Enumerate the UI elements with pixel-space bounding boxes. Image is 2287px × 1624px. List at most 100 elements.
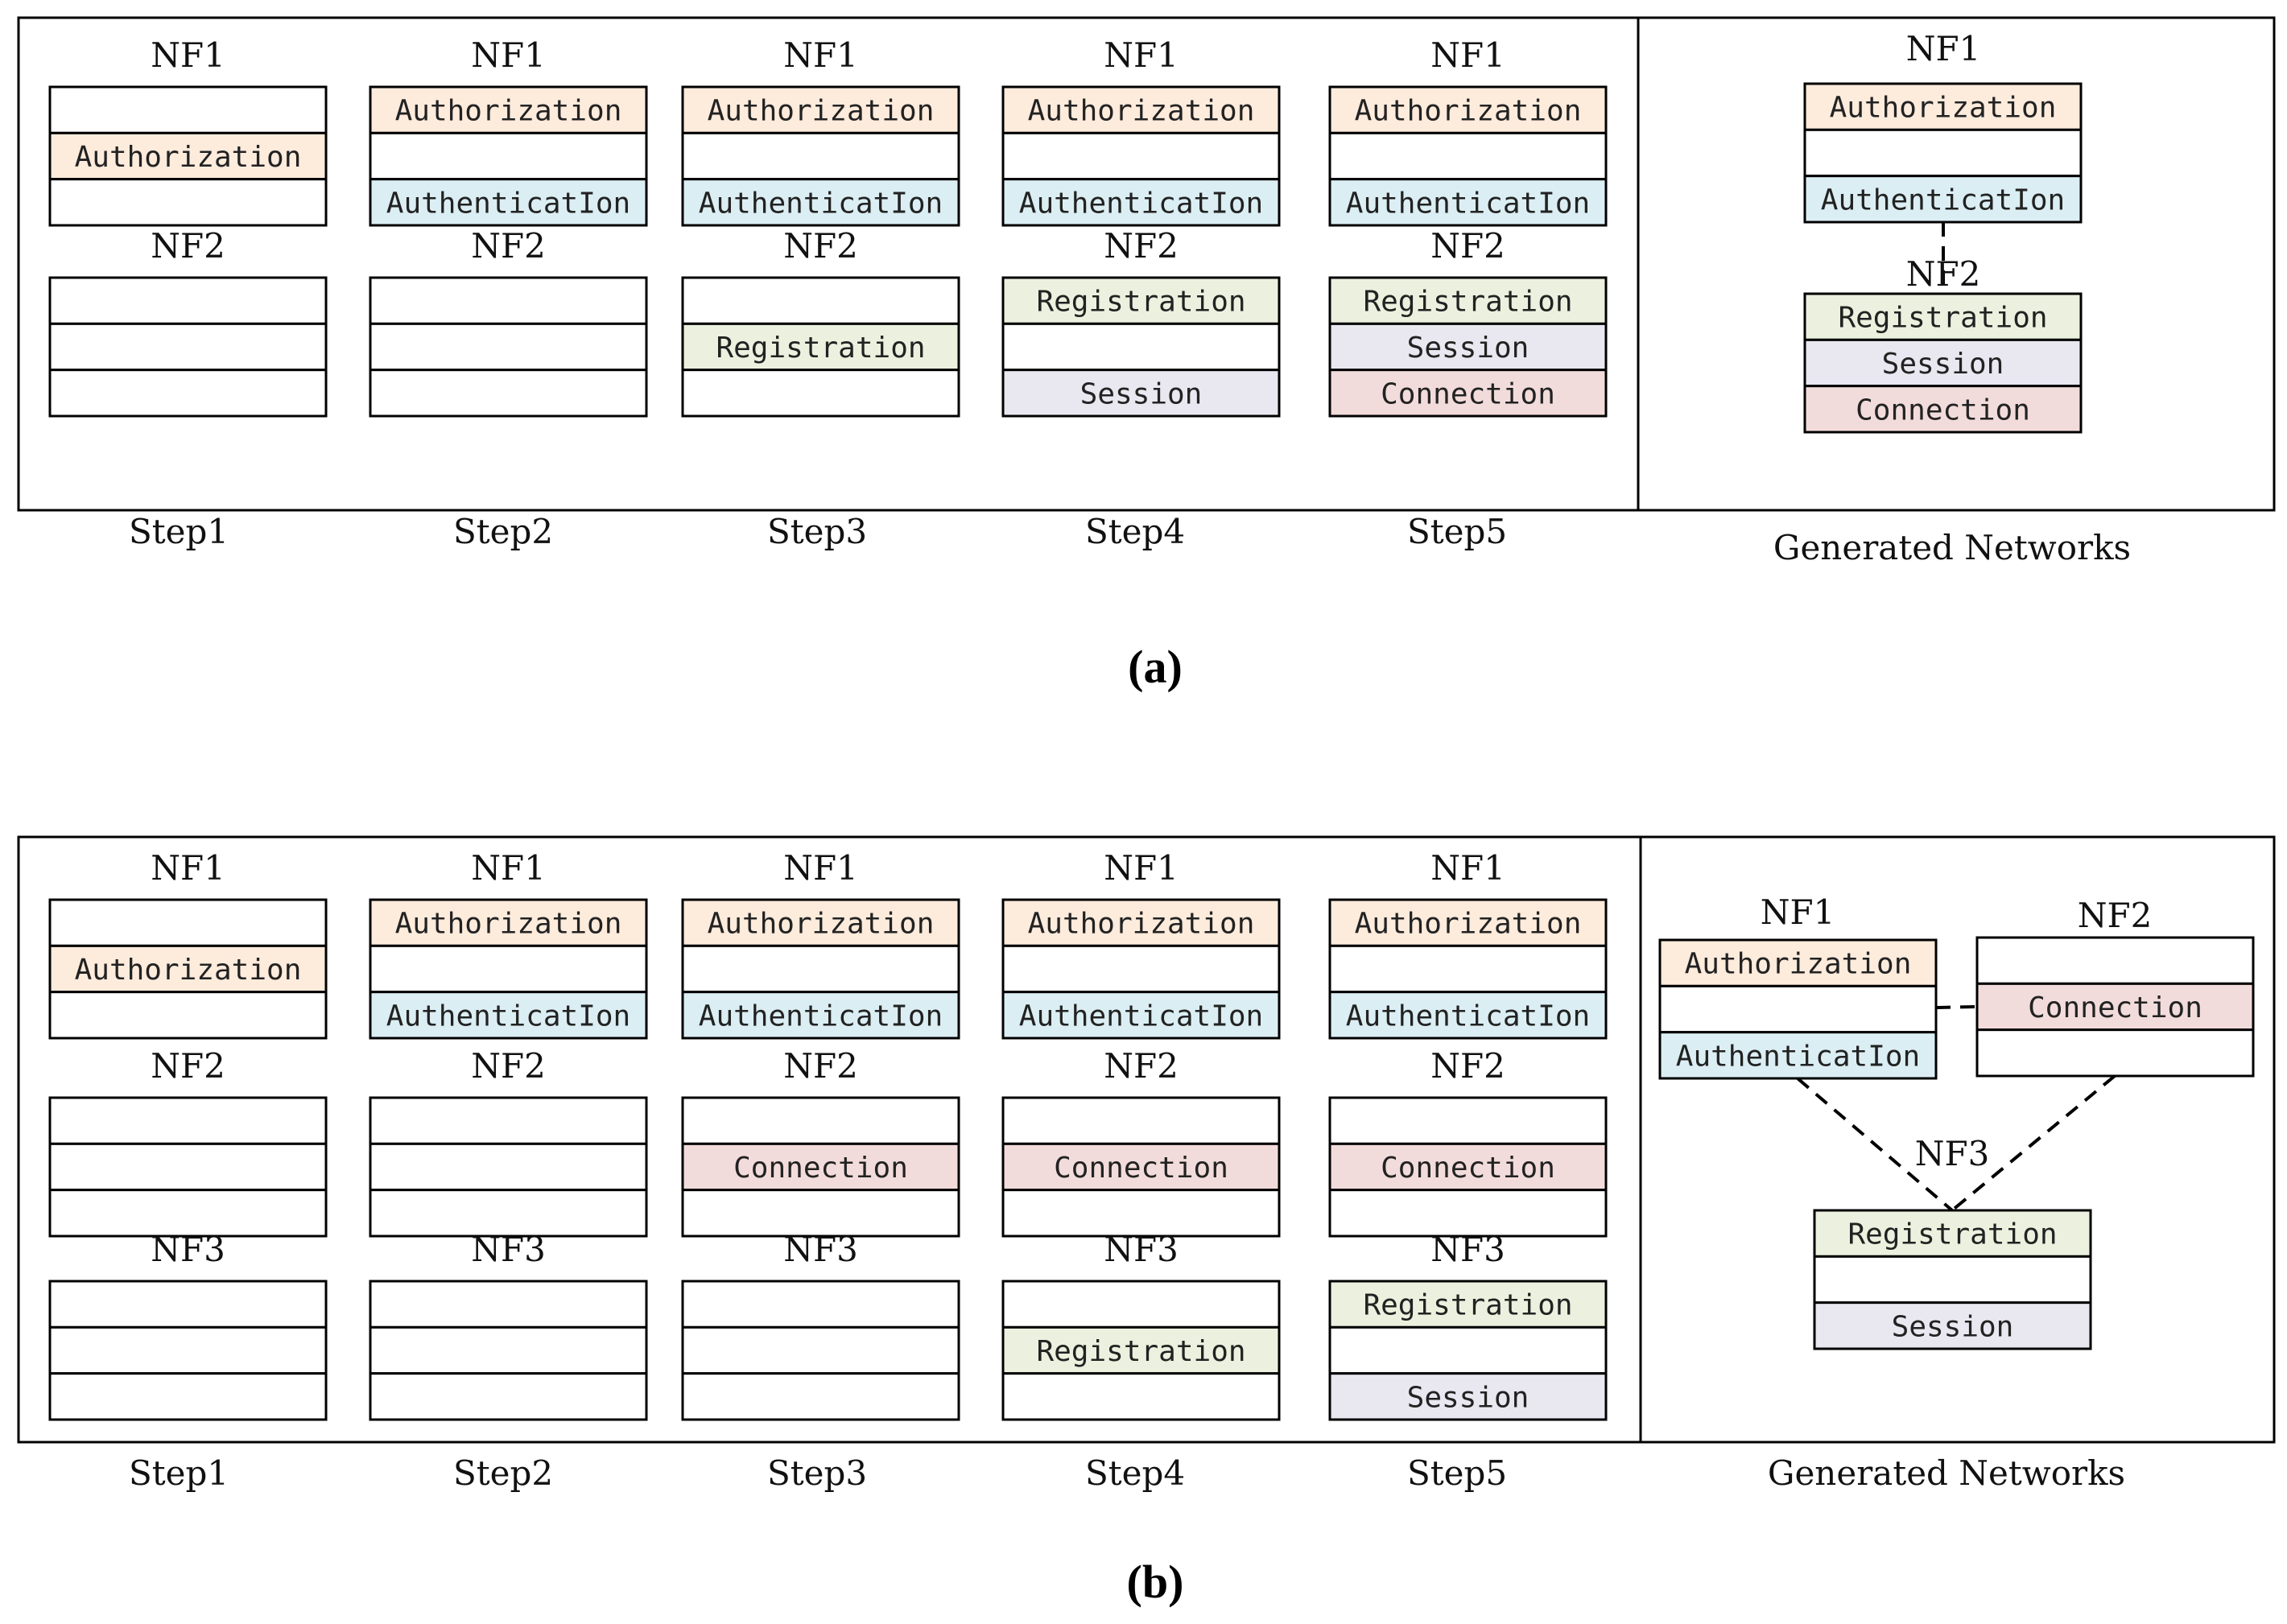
segment-authentication: [1328, 178, 1608, 227]
nf-label: NF1: [1104, 848, 1179, 888]
segment-registration: [1001, 276, 1281, 325]
segment-empty: [48, 1325, 328, 1375]
segment-connection: [1328, 1142, 1608, 1192]
step-label: Step4: [1085, 512, 1185, 551]
segment-label: AuthenticatIon: [386, 187, 630, 220]
segment-connection: [1328, 369, 1608, 418]
segment-label: Authorization: [395, 908, 622, 941]
step-label: Step5: [1407, 1453, 1507, 1493]
nf-label: NF3: [1104, 1230, 1179, 1269]
dependency-edge: [1951, 1074, 2116, 1212]
segment-authentication: [681, 178, 960, 227]
generated-networks: NF1AuthorizationAuthenticatIonNF2Connect…: [1658, 892, 2255, 1493]
segment-label: Authorization: [708, 908, 935, 941]
segment-connection: [1975, 982, 2255, 1032]
segment-label: Registration: [1036, 286, 1245, 319]
segment-empty: [1001, 322, 1281, 372]
segment-label: AuthenticatIon: [1019, 187, 1263, 220]
step-label: Step4: [1085, 1453, 1185, 1493]
segment-label: AuthenticatIon: [1346, 187, 1590, 220]
segment-label: AuthenticatIon: [1821, 183, 2065, 216]
segment-empty: [681, 131, 960, 181]
segment-label: AuthenticatIon: [699, 187, 943, 220]
step-label: Step1: [129, 512, 229, 551]
segment-empty: [681, 369, 960, 418]
nf-label: NF2: [1906, 254, 1981, 294]
segment-empty: [369, 1280, 648, 1329]
segment-authorization: [369, 898, 648, 947]
segment-empty: [1001, 1096, 1281, 1145]
segment-registration: [1328, 276, 1608, 325]
segment-label: AuthenticatIon: [386, 1000, 630, 1033]
segment-authorization: [681, 898, 960, 947]
segment-authorization: [369, 85, 648, 134]
segment-empty: [1328, 131, 1608, 181]
nf-label: NF1: [1761, 892, 1835, 932]
segment-empty: [681, 1280, 960, 1329]
nf-label: NF2: [151, 1046, 225, 1086]
step-2: NF1AuthorizationAuthenticatIonNF2NF3Step…: [369, 848, 648, 1493]
panel-frame: [17, 16, 2276, 512]
step-label: Step2: [453, 512, 553, 551]
segment-authorization: [1658, 938, 1938, 987]
segment-empty: [1658, 984, 1938, 1034]
segment-registration: [1328, 1280, 1608, 1329]
generated-networks-caption: Generated Networks: [1768, 1453, 2125, 1493]
step-label: Step5: [1407, 512, 1507, 551]
step2-nf2: NF2: [369, 1046, 648, 1238]
segment-empty: [48, 369, 328, 418]
segment-label: Authorization: [708, 95, 935, 128]
segment-empty: [1328, 1189, 1608, 1238]
segment-label: Authorization: [1685, 948, 1912, 981]
segment-label: Registration: [1847, 1218, 2057, 1251]
segment-label: Registration: [1363, 1289, 1572, 1322]
segment-authorization: [48, 944, 328, 994]
step-label: Step2: [453, 1453, 553, 1493]
segment-authentication: [369, 991, 648, 1040]
segment-registration: [1813, 1209, 2092, 1258]
segment-label: AuthenticatIon: [1346, 1000, 1590, 1033]
segment-authorization: [1803, 82, 2083, 131]
nf-label: NF1: [783, 35, 858, 75]
segment-label: AuthenticatIon: [1019, 1000, 1263, 1033]
segment-empty: [681, 1325, 960, 1375]
segment-authentication: [1328, 991, 1608, 1040]
segment-label: Connection: [1381, 377, 1555, 410]
segment-empty: [1001, 1280, 1281, 1329]
segment-authentication: [1001, 991, 1281, 1040]
dependency-edge: [1796, 1077, 1954, 1212]
segment-registration: [1803, 292, 2083, 341]
step1-nf2: NF2: [48, 1046, 328, 1238]
segment-empty: [48, 898, 328, 947]
segment-label: AuthenticatIon: [1676, 1040, 1920, 1073]
nf-label: NF2: [1430, 226, 1505, 266]
step3-nf3: NF3: [681, 1230, 960, 1421]
step1-nf3: NF3: [48, 1230, 328, 1421]
segment-empty: [48, 1142, 328, 1192]
segment-label: Connection: [1054, 1152, 1228, 1185]
segment-label: Session: [1080, 377, 1203, 410]
nf-label: NF2: [1104, 226, 1179, 266]
segment-empty: [48, 991, 328, 1040]
segment-empty: [1001, 1189, 1281, 1238]
segment-connection: [1001, 1142, 1281, 1192]
segment-label: Authorization: [75, 141, 302, 174]
nf-label: NF1: [1430, 848, 1505, 888]
segment-empty: [681, 1372, 960, 1421]
segment-empty: [1001, 944, 1281, 994]
segment-empty: [48, 276, 328, 325]
segment-empty: [48, 1372, 328, 1421]
